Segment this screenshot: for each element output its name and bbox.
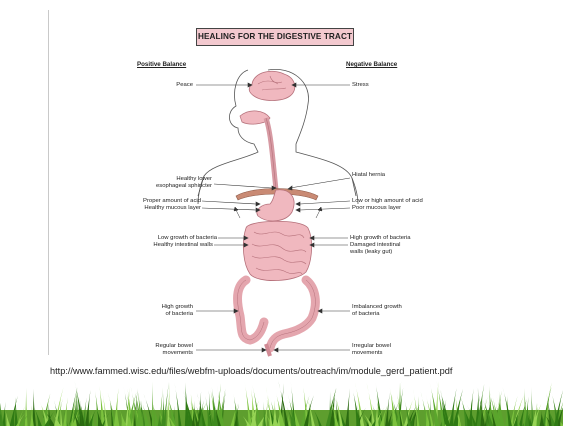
label-hiatal-hernia: Hiatal hernia: [352, 172, 385, 179]
brain: [249, 71, 295, 100]
label-acid-amount: Low or high amount of acid: [352, 198, 423, 205]
label-regular-bowel: Regular bowelmovements: [155, 343, 193, 357]
label-stress: Stress: [352, 82, 369, 89]
source-url[interactable]: http://www.fammed.wisc.edu/files/webfm-u…: [50, 366, 452, 376]
label-poor-mucous: Poor mucous layer: [352, 205, 401, 212]
esophagus: [266, 118, 276, 190]
label-proper-acid: Proper amount of acid: [143, 198, 201, 205]
small-intestine: [243, 221, 311, 280]
label-low-bacteria: Low growth of bacteria: [158, 235, 217, 242]
label-healthy-mucous: Healthy mucous layer: [144, 205, 201, 212]
label-healthy-walls: Healthy intestinal walls: [153, 242, 213, 249]
grass-blade: [25, 388, 28, 426]
positive-balance-heading: Positive Balance: [137, 61, 186, 68]
label-peace: Peace: [176, 82, 193, 89]
negative-balance-heading: Negative Balance: [346, 61, 397, 68]
diagram-title: HEALING FOR THE DIGESTIVE TRACT: [196, 28, 354, 46]
grass-footer-decoration: [0, 380, 563, 426]
label-high-growth-bacteria: High growth of bacteria: [350, 235, 411, 242]
